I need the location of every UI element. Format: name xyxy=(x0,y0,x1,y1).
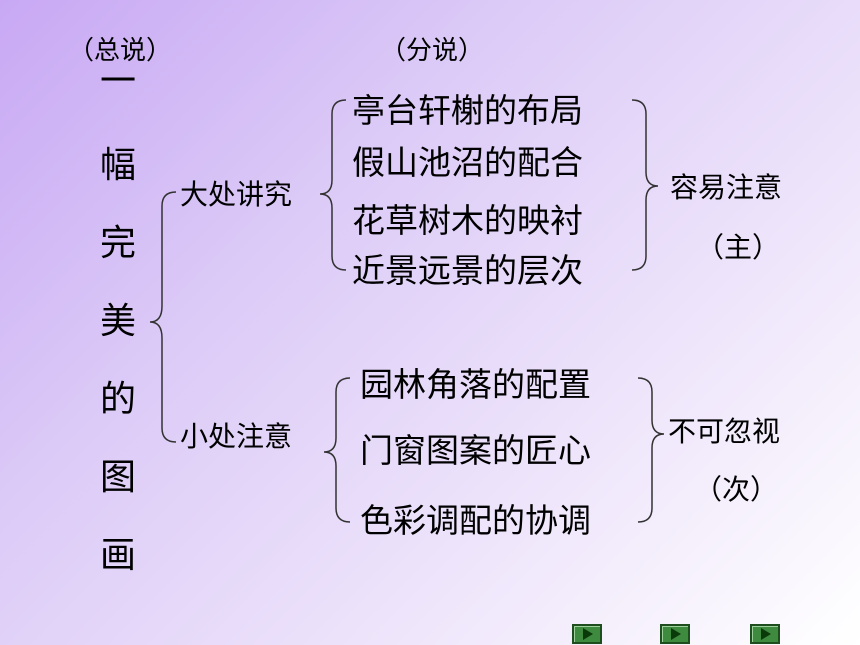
title-char: 图 xyxy=(99,457,136,498)
major-item: 假山池沼的配合 xyxy=(352,143,583,182)
header-general: （总说） xyxy=(68,36,173,66)
header-detail: （分说） xyxy=(380,36,485,66)
brace-minor-left xyxy=(323,377,351,523)
brace-major-left xyxy=(319,99,347,271)
nav-next-button[interactable] xyxy=(572,624,602,644)
minor-item: 门窗图案的匠心 xyxy=(360,431,591,470)
title-char: 美 xyxy=(99,301,136,342)
play-icon xyxy=(671,628,681,640)
play-icon xyxy=(583,628,593,640)
brace-main xyxy=(149,191,177,443)
major-note-sub: （主） xyxy=(696,231,781,264)
play-icon xyxy=(761,628,771,640)
title-char: 的 xyxy=(99,379,136,420)
minor-item: 色彩调配的协调 xyxy=(360,501,591,540)
nav-next-button[interactable] xyxy=(660,624,690,644)
minor-item: 园林角落的配置 xyxy=(360,365,591,404)
major-label: 大处讲究 xyxy=(180,178,293,211)
major-item: 近景远景的层次 xyxy=(352,251,583,290)
brace-major-right xyxy=(631,99,659,271)
title-char: 一 xyxy=(99,61,136,102)
title-char: 画 xyxy=(99,535,136,576)
major-note: 容易注意 xyxy=(670,171,783,204)
nav-next-button[interactable] xyxy=(750,624,780,644)
major-item: 亭台轩榭的布局 xyxy=(352,91,583,130)
title-char: 幅 xyxy=(99,145,136,186)
brace-minor-right xyxy=(637,377,665,523)
minor-label: 小处注意 xyxy=(180,420,293,453)
minor-note: 不可忽视 xyxy=(668,415,781,448)
minor-note-sub: （次） xyxy=(694,473,779,506)
major-item: 花草树木的映衬 xyxy=(352,201,583,240)
title-char: 完 xyxy=(99,223,136,264)
